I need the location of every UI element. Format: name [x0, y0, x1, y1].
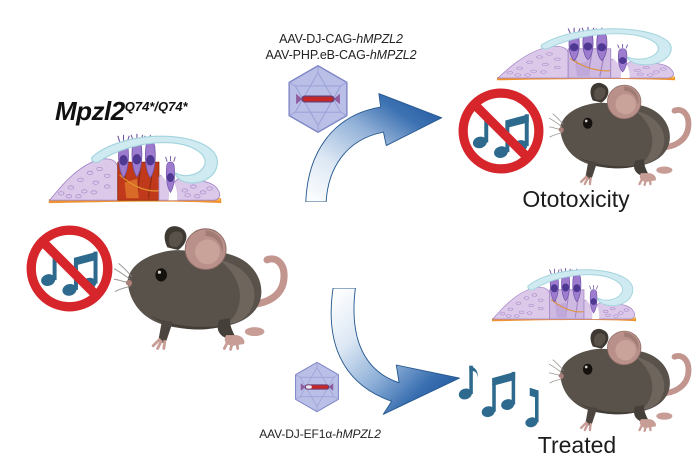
vector-label-top: AAV-DJ-CAG-hMPZL2 AAV-PHP.eB-CAG-hMPZL2 — [230, 31, 452, 63]
mouse-icon — [114, 219, 292, 352]
vector-label-line1: AAV-DJ-EF1α-hMPZL2 — [259, 427, 381, 441]
music-notes-icon — [453, 348, 550, 432]
vector-label-line2: AAV-PHP.eB-CAG-hMPZL2 — [265, 48, 417, 62]
vector-label-line1: AAV-DJ-CAG-hMPZL2 — [279, 32, 403, 46]
mouse-icon — [549, 323, 695, 433]
genotype-label: Mpzl2Q74*/Q74* — [55, 96, 188, 127]
mouse-icon — [549, 77, 695, 187]
genotype-allele: Q74*/Q74* — [124, 99, 188, 115]
vector-label-bottom: AAV-DJ-EF1α-hMPZL2 — [230, 426, 410, 442]
no-hearing-icon — [457, 87, 545, 175]
cochlea-degenerated-icon — [44, 130, 226, 208]
outcome-label-treated: Treated — [537, 432, 617, 458]
curved-arrow-up-icon — [303, 90, 451, 202]
cochlea-healthy-icon — [488, 265, 640, 325]
no-hearing-icon — [25, 224, 114, 313]
cochlea-healthy-icon — [492, 24, 680, 84]
genotype-gene: Mpzl2 — [55, 96, 125, 126]
outcome-label-ototoxicity: Ototoxicity — [522, 186, 630, 212]
aav-capsid-icon — [291, 361, 343, 413]
